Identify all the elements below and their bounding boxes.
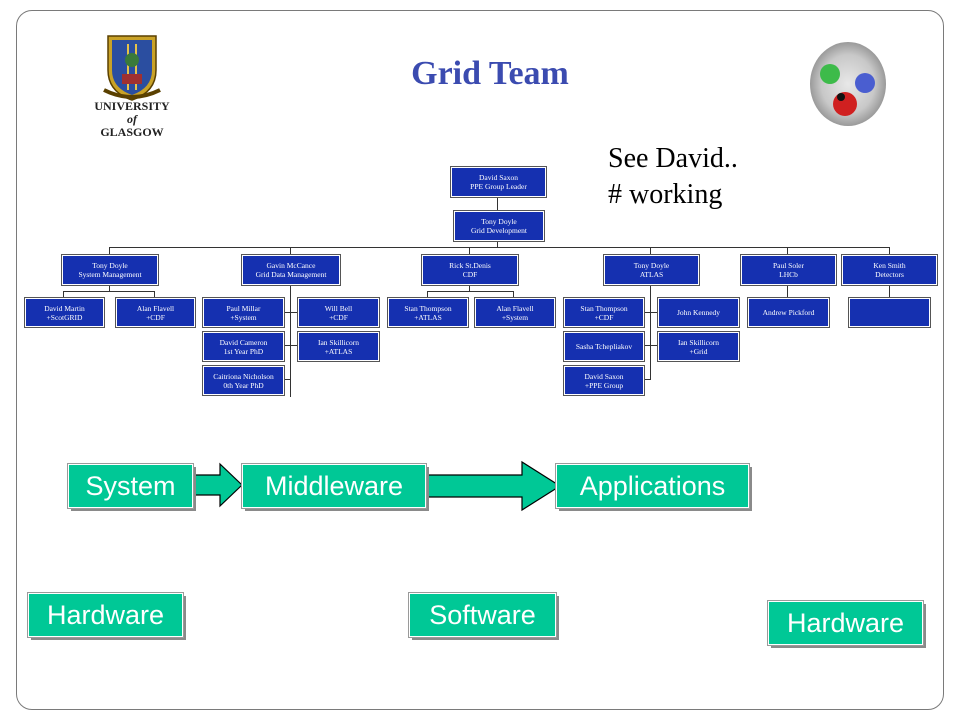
org-name: John Kennedy — [676, 308, 721, 317]
note-see-david: See David.. — [608, 143, 738, 174]
org-name: Gavin McCance — [266, 261, 316, 270]
org-name: Paul Millar — [226, 303, 261, 313]
org-box-atlas: Tony Doyle ATLAS — [603, 254, 700, 286]
org-name: Ian Skillicorn — [317, 337, 360, 347]
org-box-member: David Martin +ScotGRID — [24, 297, 105, 328]
org-box-grid-development: Tony Doyle Grid Development — [453, 210, 545, 242]
org-box-member: Stan Thompson +CDF — [563, 297, 645, 328]
org-name: David Saxon — [479, 173, 518, 182]
org-role: 0th Year PhD — [223, 380, 264, 390]
org-role: System Management — [78, 270, 142, 279]
org-name: David Martin — [44, 303, 85, 313]
logo-line-university: UNIVERSITY — [94, 99, 170, 113]
org-box-member: Alan Flavell +System — [474, 297, 556, 328]
org-role: Grid Development — [470, 226, 528, 235]
org-name: Rick St.Denis — [449, 261, 491, 270]
org-box-member: Sasha Tchepliakov — [563, 331, 645, 362]
org-role: 1st Year PhD — [223, 346, 264, 356]
org-role: +Grid — [689, 346, 708, 356]
org-role: +ScotGRID — [46, 312, 83, 322]
grid-orb-icon — [808, 40, 888, 128]
org-role: +CDF — [329, 312, 348, 322]
org-name: Paul Soler — [772, 261, 805, 270]
org-role: +CDF — [594, 312, 614, 322]
crest-icon — [103, 35, 161, 101]
org-box-cdf: Rick St.Denis CDF — [421, 254, 519, 286]
org-box-member-empty — [848, 297, 931, 328]
note-working: # working — [608, 179, 723, 210]
org-name: David Cameron — [219, 337, 268, 347]
org-role: Grid Data Management — [255, 270, 327, 279]
org-name: Stan Thompson — [404, 303, 452, 313]
org-role: Detectors — [875, 270, 904, 279]
org-role: LHCb — [779, 270, 798, 279]
org-name: Andrew Pickford — [762, 308, 815, 317]
org-box-member: Caitriona Nicholson 0th Year PhD — [202, 365, 285, 396]
org-box-member: Andrew Pickford — [747, 297, 830, 328]
org-name: Sasha Tchepliakov — [575, 342, 633, 351]
org-role: +System — [230, 312, 257, 322]
software-box: Software — [408, 592, 557, 638]
hardware-right-box: Hardware — [767, 600, 924, 646]
hardware-left-box: Hardware — [27, 592, 184, 638]
logo-line-of: of — [127, 112, 137, 126]
org-name: Will Bell — [324, 303, 353, 313]
org-box-member: Ian Skillicorn +Grid — [657, 331, 740, 362]
slide-border — [16, 10, 944, 710]
org-box-lhcb: Paul Soler LHCb — [740, 254, 837, 286]
org-box-system-management: Tony Doyle System Management — [61, 254, 159, 286]
org-box-detectors: Ken Smith Detectors — [841, 254, 938, 286]
org-name: Tony Doyle — [92, 261, 128, 270]
org-role: +System — [501, 312, 529, 322]
org-name: Stan Thompson — [580, 303, 628, 313]
org-role: +ATLAS — [414, 312, 442, 322]
org-box-member: David Saxon +PPE Group — [563, 365, 645, 396]
org-name: Tony Doyle — [481, 217, 517, 226]
university-logo: UNIVERSITY of GLASGOW — [78, 30, 186, 142]
org-name: Alan Flavell — [496, 303, 534, 313]
org-box-member: Will Bell +CDF — [297, 297, 380, 328]
org-name: Ken Smith — [873, 261, 906, 270]
org-role: CDF — [462, 270, 478, 279]
org-box-member: David Cameron 1st Year PhD — [202, 331, 285, 362]
org-name: David Saxon — [584, 371, 624, 381]
org-box-member: John Kennedy — [657, 297, 740, 328]
arrow-system-to-middleware-icon — [191, 462, 243, 508]
org-name: Alan Flavell — [136, 303, 175, 313]
logo-line-glasgow: GLASGOW — [100, 125, 164, 139]
org-role: +CDF — [146, 312, 165, 322]
org-box-member: Stan Thompson +ATLAS — [387, 297, 469, 328]
org-name: Ian Skillicorn — [677, 337, 720, 347]
org-name: Caitriona Nicholson — [213, 371, 274, 381]
org-box-grid-data-management: Gavin McCance Grid Data Management — [241, 254, 341, 286]
org-box-member: Paul Millar +System — [202, 297, 285, 328]
org-name: Tony Doyle — [633, 261, 670, 270]
org-box-root: David Saxon PPE Group Leader — [450, 166, 547, 198]
org-box-member: Ian Skillicorn +ATLAS — [297, 331, 380, 362]
page-title: Grid Team — [411, 55, 569, 92]
org-role: ATLAS — [639, 270, 664, 279]
org-role: +PPE Group — [584, 380, 624, 390]
org-box-member: Alan Flavell +CDF — [115, 297, 196, 328]
middleware-box: Middleware — [241, 463, 427, 509]
org-role: PPE Group Leader — [470, 182, 527, 191]
arrow-middleware-to-applications-icon — [425, 460, 562, 512]
org-role: +ATLAS — [324, 346, 353, 356]
applications-box: Applications — [555, 463, 750, 509]
system-box: System — [67, 463, 194, 509]
